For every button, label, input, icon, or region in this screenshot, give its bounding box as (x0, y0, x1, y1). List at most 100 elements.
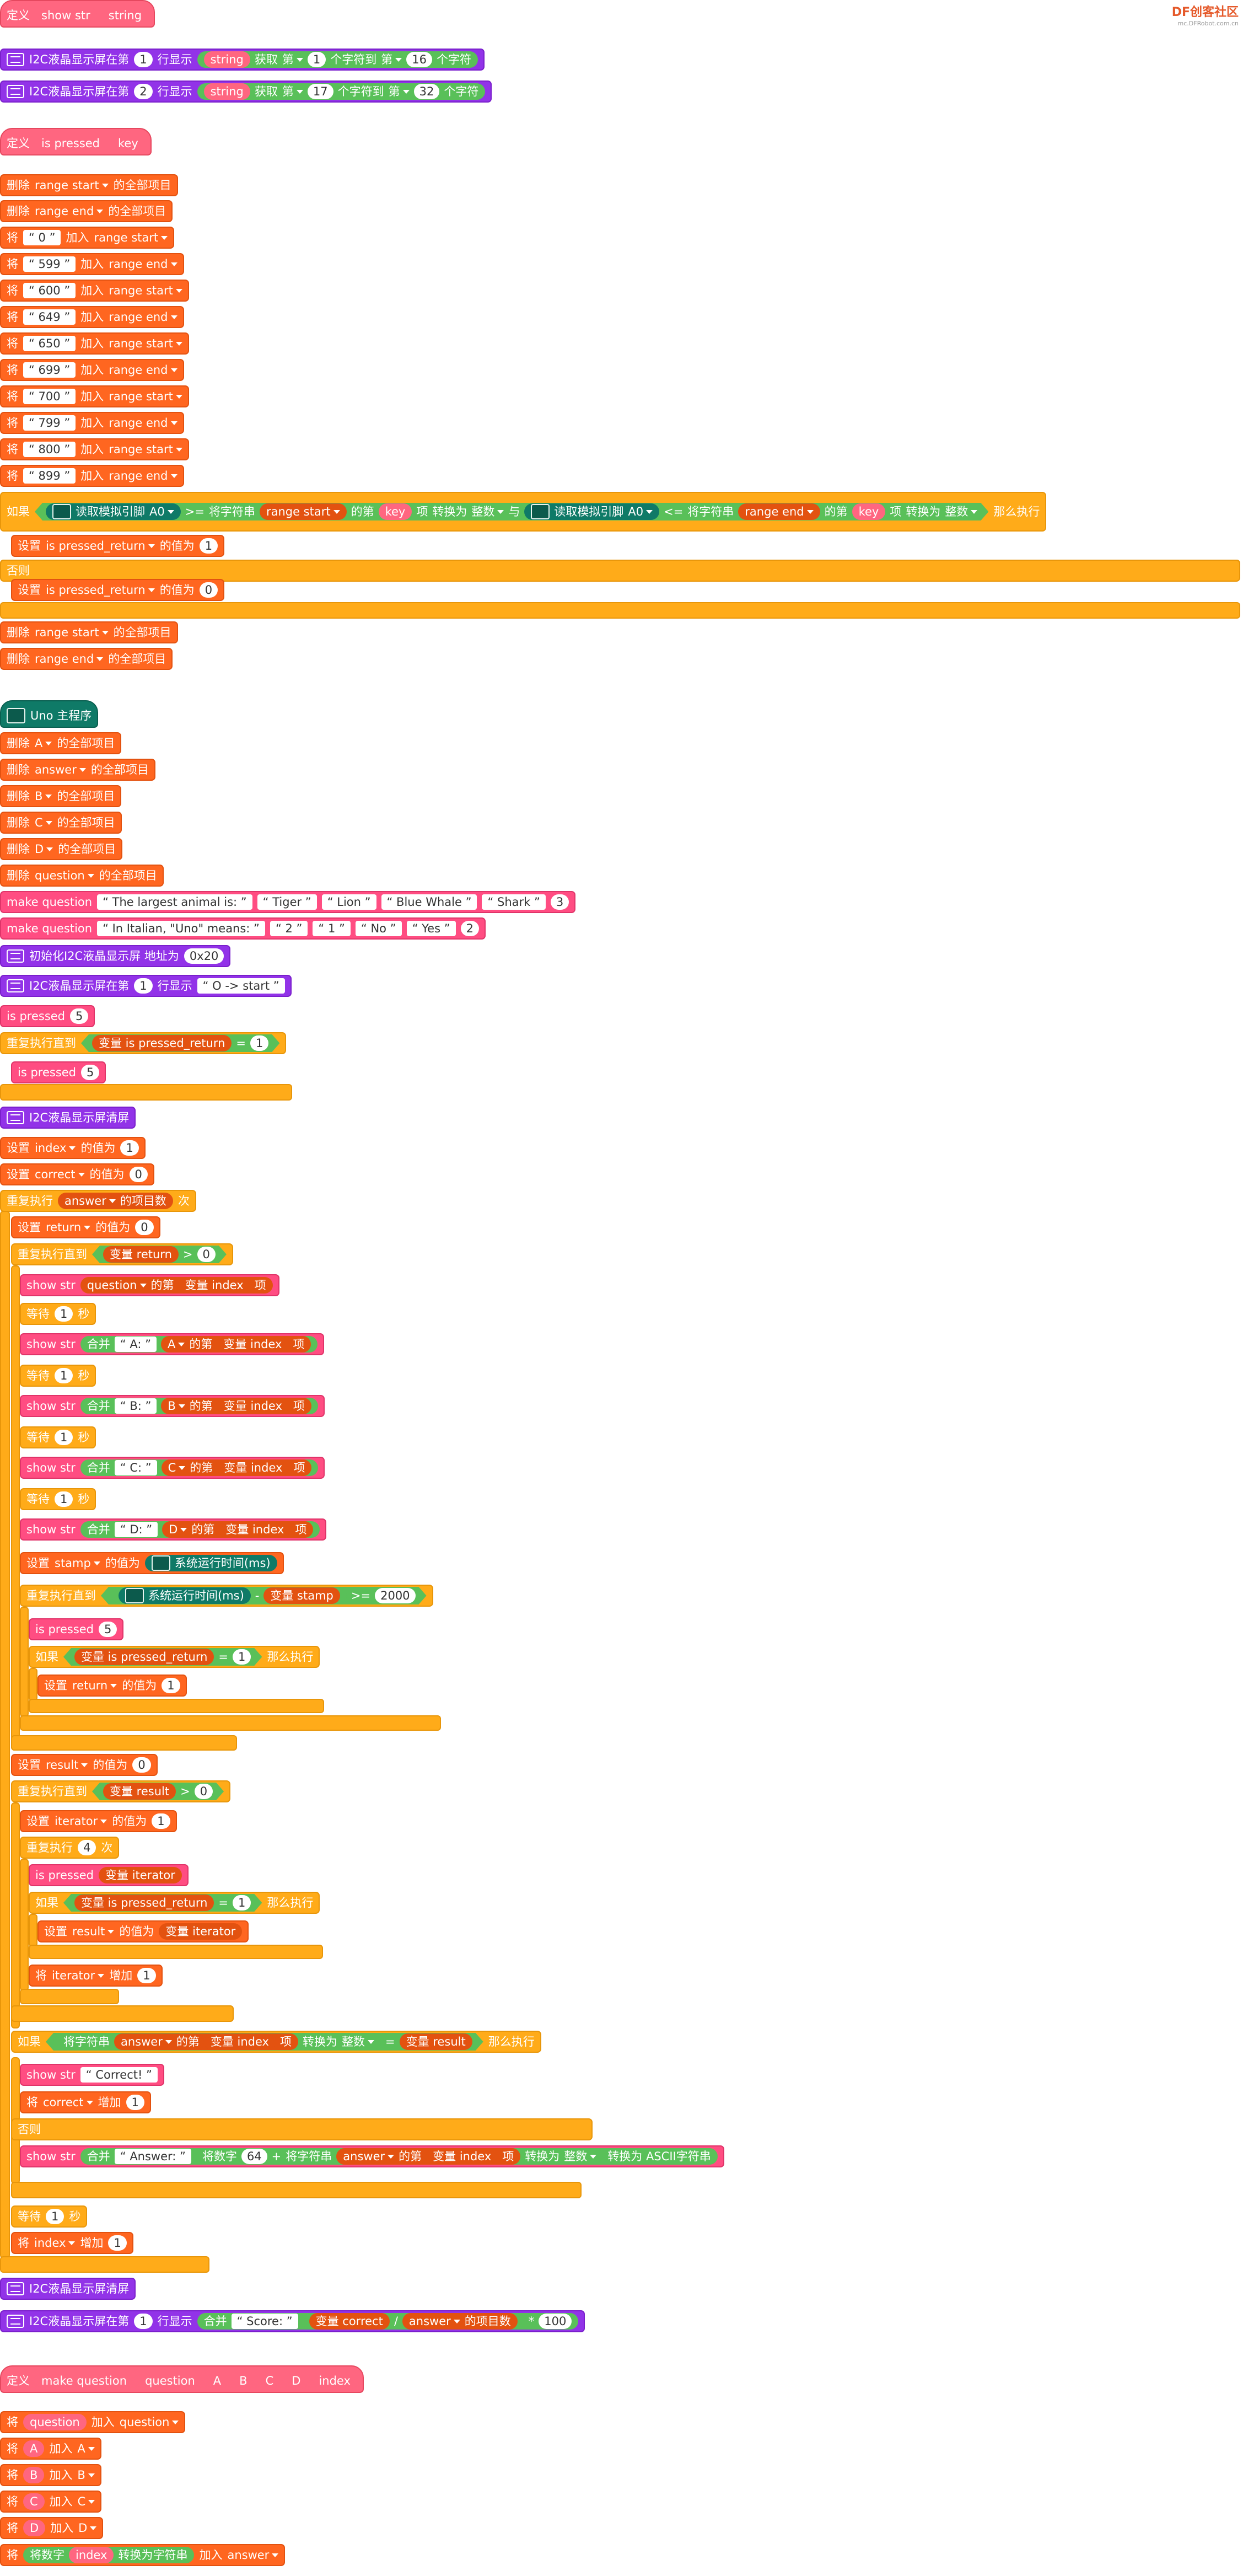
number-input[interactable]: 1 (55, 1368, 73, 1383)
dropdown-select[interactable]: 第 (282, 85, 303, 98)
number-input[interactable]: 1 (55, 1306, 73, 1322)
reporter-block[interactable]: A (206, 2373, 228, 2389)
reporter-block[interactable]: 变量 index (219, 1521, 291, 1538)
text-input[interactable]: “ O -> start ” (197, 978, 285, 994)
dropdown-select[interactable]: range end (35, 205, 103, 217)
boolean-condition[interactable]: 系统运行时间(ms)-变量 stamp>=2000 (101, 1587, 427, 1604)
dropdown-select[interactable]: A (168, 1338, 185, 1350)
reporter-block[interactable]: string (203, 51, 250, 68)
dropdown-select[interactable]: D (78, 2522, 96, 2534)
dropdown-select[interactable]: range end (109, 470, 177, 482)
dropdown-select[interactable]: 第 (389, 85, 410, 98)
dropdown-select[interactable]: 整数 (564, 2150, 596, 2162)
code-block[interactable]: I2C液晶显示屏清屏 (0, 2278, 136, 2300)
number-input[interactable]: 0 (197, 1247, 216, 1262)
dropdown-select[interactable]: range start (109, 443, 182, 455)
code-block[interactable]: show str“ Correct! ” (20, 2064, 164, 2086)
reporter-block[interactable]: B (233, 2373, 254, 2389)
dropdown-select[interactable]: B (35, 790, 52, 802)
reporter-block[interactable]: 变量 index (217, 1336, 289, 1353)
reporter-block[interactable]: 变量 stamp (263, 1587, 340, 1604)
text-input[interactable]: “ Answer: ” (114, 2149, 191, 2164)
dropdown-select[interactable]: 整数 (471, 506, 504, 518)
reporter-block[interactable]: A (23, 2440, 45, 2457)
dropdown-select[interactable]: B (77, 2469, 94, 2481)
dropdown-select[interactable]: range end (745, 506, 813, 518)
dropdown-select[interactable]: question (35, 870, 94, 882)
reporter-block[interactable]: 变量 is pressed_return (92, 1035, 232, 1051)
reporter-block[interactable]: question (138, 2373, 202, 2389)
reporter-block[interactable]: show str (35, 7, 97, 24)
reporter-block[interactable]: 变量 index (217, 1459, 289, 1476)
reporter-block[interactable]: 变量 result (400, 2033, 472, 2050)
dropdown-select[interactable]: question (120, 2416, 179, 2428)
boolean-condition[interactable]: 变量 is pressed_return=1 (63, 1894, 262, 1912)
dropdown-select[interactable]: correct (43, 2096, 93, 2108)
reporter-block[interactable]: 系统运行时间(ms)-变量 stamp (112, 1587, 347, 1604)
number-input[interactable]: 1 (55, 1430, 73, 1445)
dropdown-select[interactable]: C (168, 1462, 186, 1474)
code-block[interactable]: 否则 (11, 2118, 593, 2140)
number-input[interactable]: 2 (460, 921, 479, 936)
code-block[interactable]: make question“ The largest animal is: ”“… (0, 891, 576, 913)
dropdown-select[interactable]: return (46, 1221, 90, 1233)
dropdown-select[interactable]: return (72, 1679, 117, 1692)
text-input[interactable]: “ 600 ” (23, 283, 76, 298)
number-input[interactable]: 1 (46, 2209, 64, 2224)
reporter-block[interactable]: range start (260, 503, 347, 520)
number-input[interactable]: 5 (99, 1622, 117, 1637)
dropdown-select[interactable]: range start (35, 179, 109, 191)
dropdown-select[interactable]: result (46, 1759, 88, 1771)
text-input[interactable]: “ 2 ” (270, 921, 308, 936)
reporter-block[interactable]: D (285, 2373, 308, 2389)
text-input[interactable]: “ 899 ” (23, 468, 76, 484)
dropdown-select[interactable]: question (87, 1279, 147, 1291)
reporter-block[interactable]: B (23, 2467, 45, 2483)
boolean-condition[interactable]: 变量 is pressed_return=1 (81, 1034, 279, 1052)
reporter-block[interactable]: C (23, 2493, 45, 2510)
code-block[interactable]: 重复执行直到变量 return>0 (11, 1243, 233, 1265)
reporter-block[interactable]: 变量 index (204, 2033, 276, 2050)
number-input[interactable]: 0 (135, 1220, 154, 1235)
dropdown-select[interactable]: result (72, 1925, 114, 1938)
text-input[interactable]: “ 800 ” (23, 442, 76, 457)
code-block[interactable]: make question“ In Italian, "Uno" means: … (0, 917, 486, 940)
dropdown-select[interactable]: answer (409, 2315, 460, 2327)
